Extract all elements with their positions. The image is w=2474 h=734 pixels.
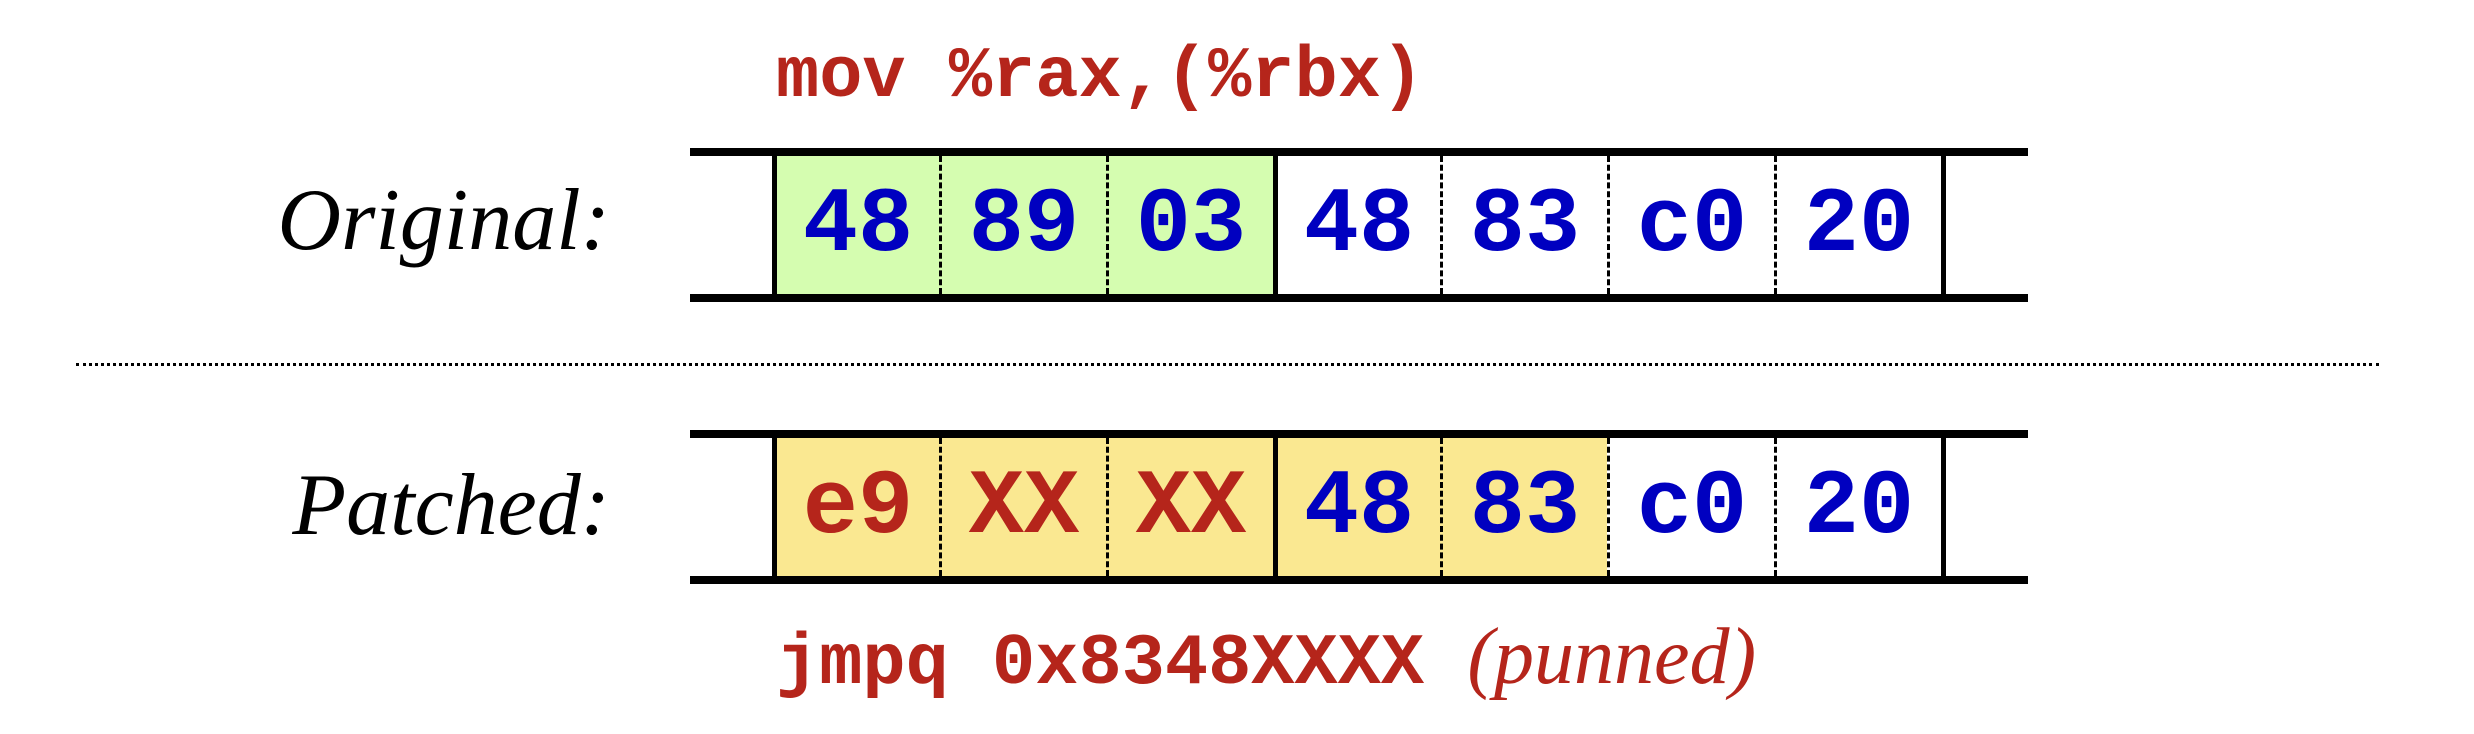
byte-row-end-bar [1941, 156, 1946, 294]
byte-cell: e9 [772, 438, 939, 576]
byte-cell: 20 [1774, 438, 1941, 576]
byte-cell: c0 [1607, 438, 1774, 576]
byte-cell: 83 [1440, 156, 1607, 294]
byte-cell: 48 [1273, 156, 1440, 294]
byte-cell: 48 [1273, 438, 1440, 576]
patched-label: Patched: [292, 457, 610, 554]
byte-cell: 20 [1774, 156, 1941, 294]
patched-instruction: jmpq 0x8348XXXX (punned) [776, 612, 1756, 705]
byte-cell: c0 [1607, 156, 1774, 294]
original-bottom-rail [690, 294, 2028, 302]
byte-cell: 89 [939, 156, 1106, 294]
byte-cell: XX [1106, 438, 1273, 576]
section-divider [76, 363, 2379, 366]
original-label: Original: [277, 172, 610, 269]
patched-top-rail [690, 430, 2028, 438]
punned-note: (punned) [1467, 613, 1757, 701]
byte-cell: XX [939, 438, 1106, 576]
patched-bottom-rail [690, 576, 2028, 584]
original-top-rail [690, 148, 2028, 156]
byte-cell: 48 [772, 156, 939, 294]
byte-row-end-bar [1941, 438, 1946, 576]
byte-cell: 03 [1106, 156, 1273, 294]
original-instruction: mov %rax,(%rbx) [776, 36, 1425, 118]
patched-instruction-text: jmpq 0x8348XXXX [776, 623, 1425, 705]
byte-cell: 83 [1440, 438, 1607, 576]
